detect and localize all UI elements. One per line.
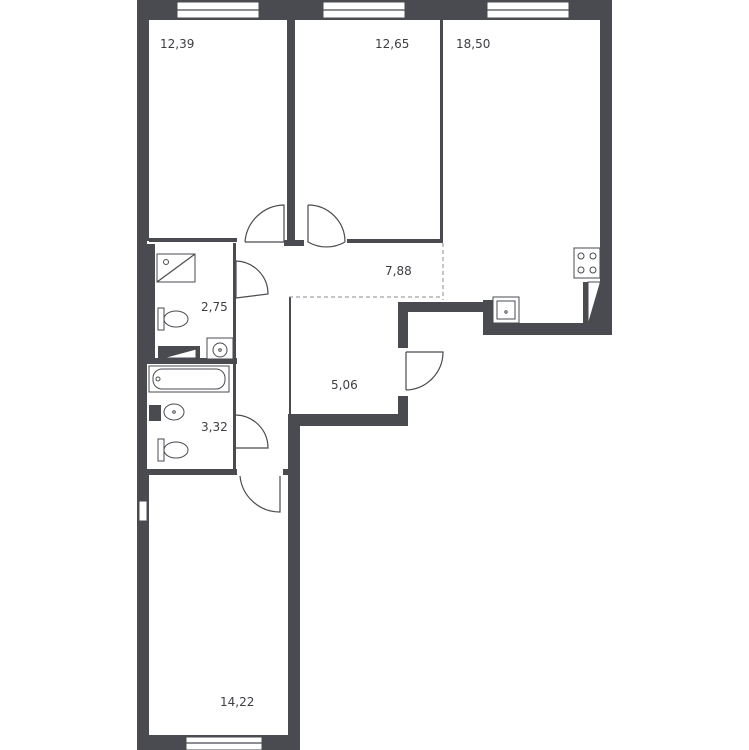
sink-icon <box>149 403 185 421</box>
area-label-bedroom-2: 12,65 <box>375 37 409 51</box>
toilet-icon <box>157 307 189 331</box>
door-storage <box>405 351 444 391</box>
door-bedroom-2 <box>307 204 346 248</box>
doors <box>235 204 444 513</box>
window-bedroom-3 <box>185 736 263 750</box>
bathroom-2-fixtures <box>148 365 230 462</box>
shower-icon <box>156 253 196 283</box>
washbasin-icon <box>206 337 234 360</box>
area-label-hallway: 7,88 <box>385 264 412 278</box>
boiler-icon <box>158 346 200 360</box>
area-label-bathroom-1: 2,75 <box>201 300 228 314</box>
room-labels: 12,39 12,65 18,50 7,88 2,75 5,06 3,32 14… <box>160 37 490 709</box>
kitchen-fixtures <box>492 247 601 324</box>
area-label-living-kitchen: 18,50 <box>456 37 490 51</box>
interior-walls <box>147 18 588 475</box>
bathroom-1-fixtures <box>156 253 234 360</box>
window-left <box>138 500 148 522</box>
windows <box>138 1 570 750</box>
area-label-storage: 5,06 <box>331 378 358 392</box>
door-bedroom-3 <box>239 475 281 513</box>
window-bedroom-1 <box>176 1 260 19</box>
toilet-icon <box>157 438 189 462</box>
area-label-bedroom-3: 14,22 <box>220 695 254 709</box>
window-living <box>486 1 570 19</box>
door-bathroom-2 <box>235 414 269 449</box>
door-bedroom-1 <box>244 204 285 243</box>
bathtub-icon <box>148 365 230 393</box>
fridge-icon <box>587 281 601 324</box>
door-bathroom-1 <box>235 260 269 299</box>
area-label-bedroom-1: 12,39 <box>160 37 194 51</box>
area-label-bathroom-2: 3,32 <box>201 420 228 434</box>
zone-boundaries <box>289 243 444 300</box>
window-bedroom-2 <box>322 1 406 19</box>
kitchen-sink-icon <box>492 296 520 324</box>
stove-icon <box>573 247 601 279</box>
